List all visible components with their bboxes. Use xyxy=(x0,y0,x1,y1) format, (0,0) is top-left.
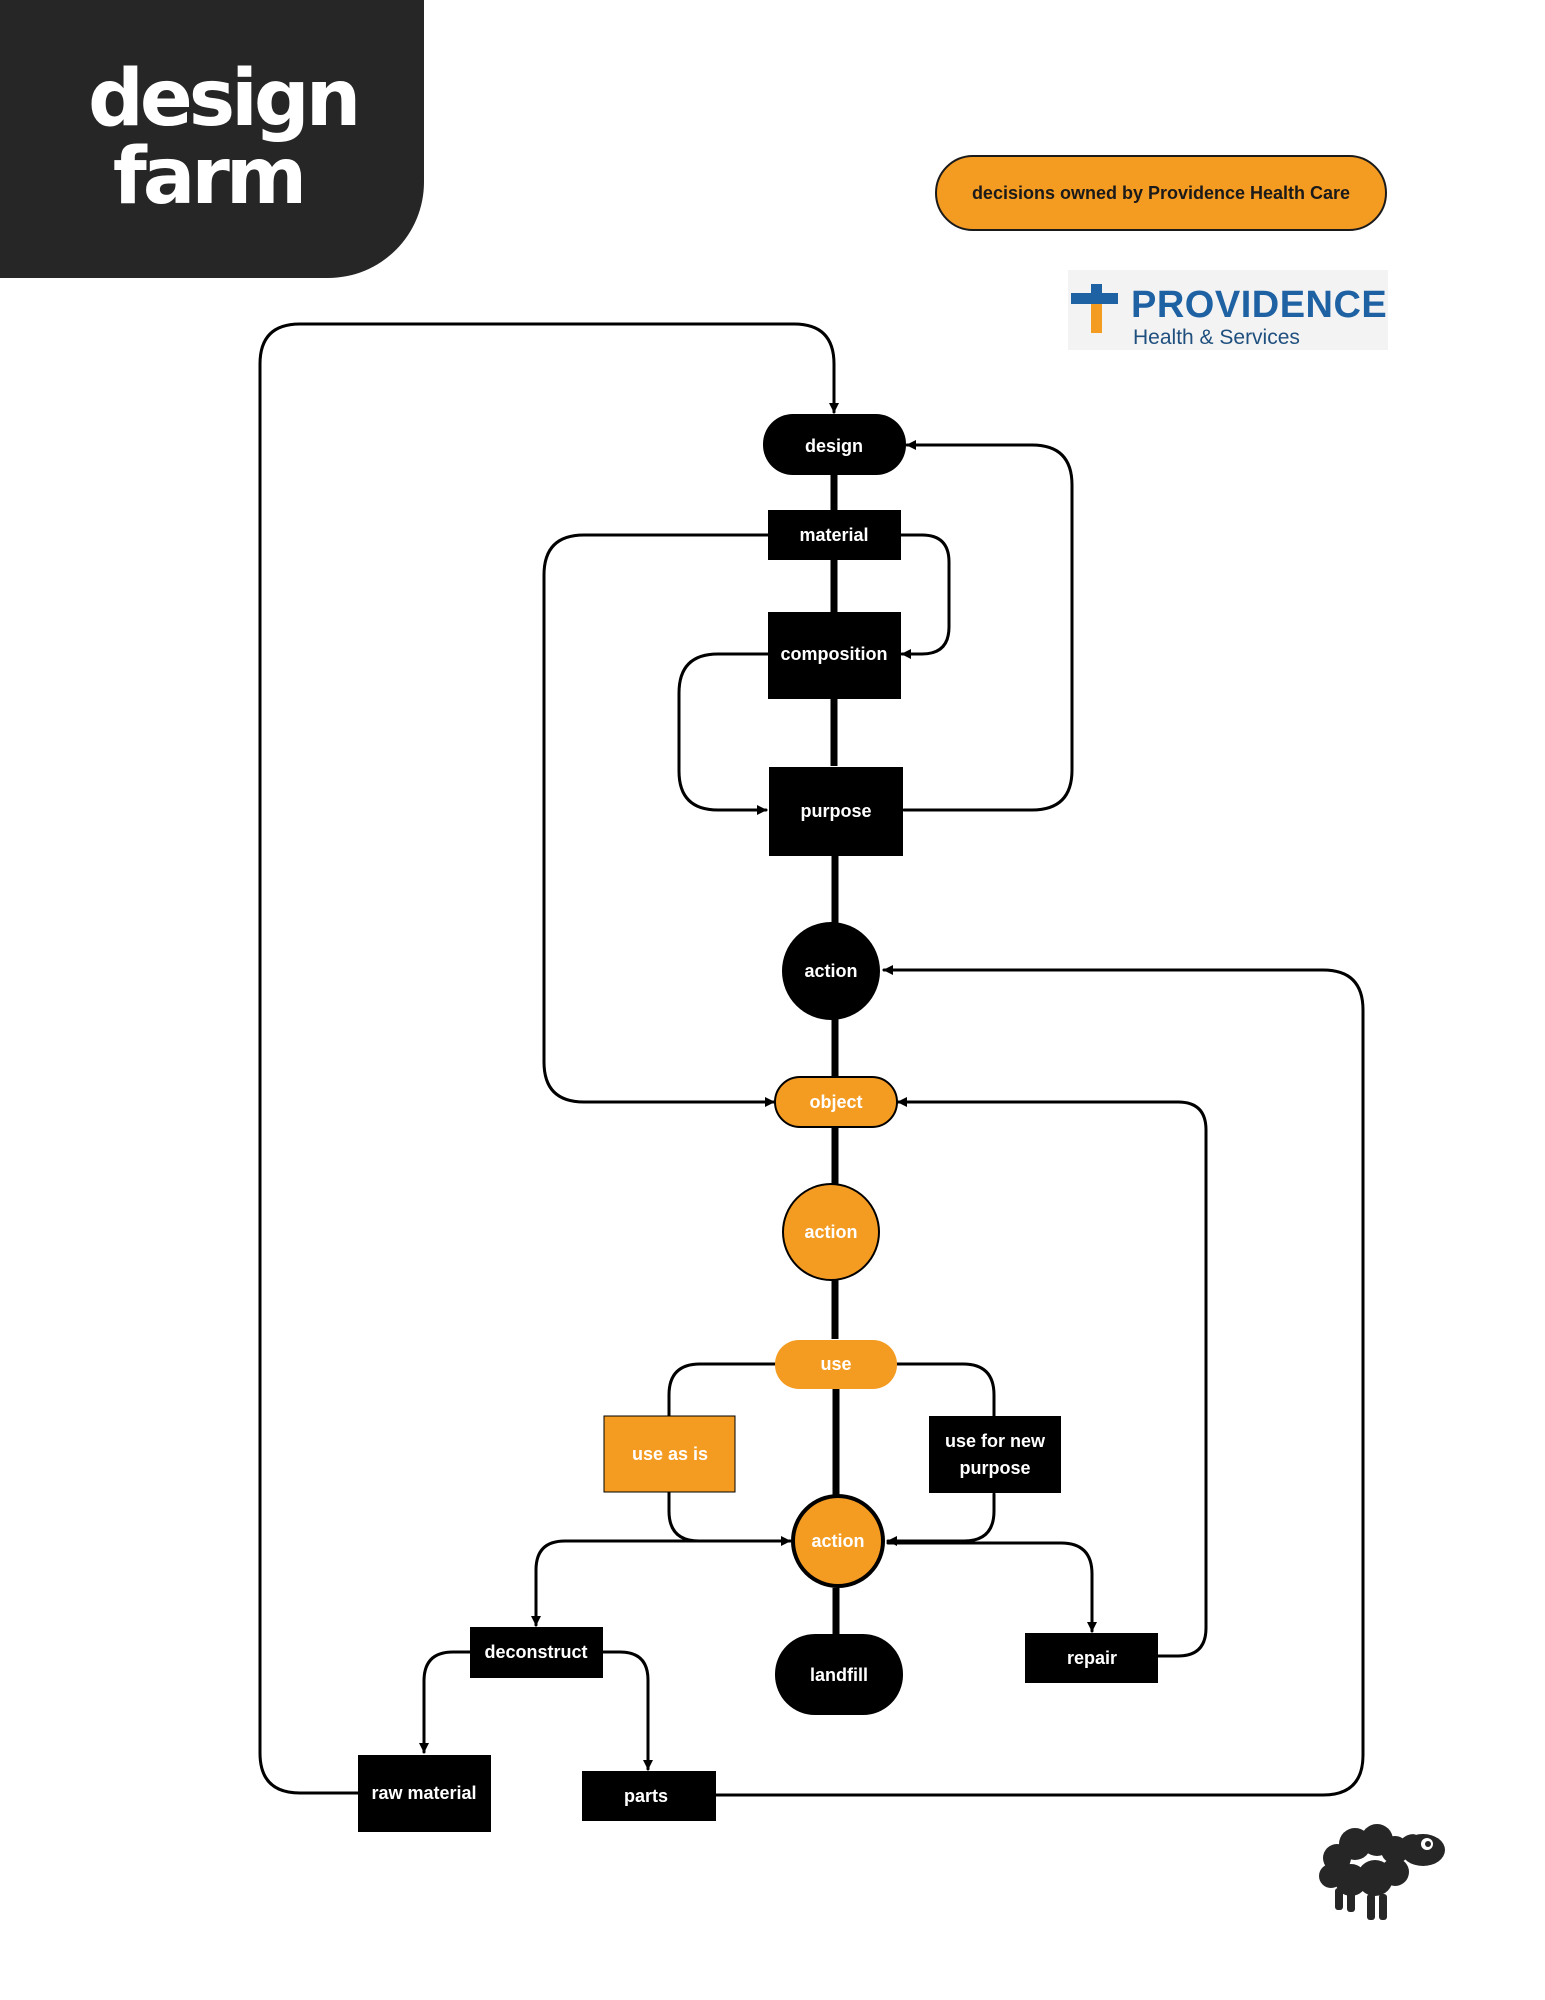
brand-block xyxy=(0,0,424,278)
node-landfill-label: landfill xyxy=(810,1665,868,1685)
spine-connectors xyxy=(830,470,840,1634)
cross-icon xyxy=(1091,284,1102,333)
logo-name: PROVIDENCE xyxy=(1131,284,1388,326)
node-use-for-new-purpose: use for new purpose xyxy=(929,1416,1061,1493)
logo-subtitle: Health & Services xyxy=(1133,326,1300,349)
legend-label: decisions owned by Providence Health Car… xyxy=(971,182,1351,203)
node-composition: composition xyxy=(768,612,901,699)
node-use-new-line-1: use for new xyxy=(945,1431,1046,1451)
node-use: use xyxy=(775,1340,897,1389)
sheep-icon xyxy=(1319,1824,1445,1920)
node-use-as-is-label: use as is xyxy=(632,1444,708,1464)
node-use-as-is: use as is xyxy=(603,1415,736,1493)
node-composition-label: composition xyxy=(781,644,888,664)
node-object-label: object xyxy=(809,1092,862,1112)
node-purpose-label: purpose xyxy=(800,801,871,821)
node-raw-material: raw material xyxy=(358,1755,491,1832)
node-purpose: purpose xyxy=(769,767,903,856)
node-action-2-label: action xyxy=(804,1222,857,1242)
node-deconstruct: deconstruct xyxy=(470,1627,603,1678)
node-repair: repair xyxy=(1025,1633,1158,1683)
brand-line-2: farm xyxy=(112,132,307,222)
node-repair-label: repair xyxy=(1067,1648,1117,1668)
node-parts: parts xyxy=(582,1771,716,1821)
node-deconstruct-label: deconstruct xyxy=(484,1642,587,1662)
node-design-label: design xyxy=(805,436,863,456)
node-use-new-line-2: purpose xyxy=(959,1458,1030,1478)
node-action-3: action xyxy=(791,1494,885,1588)
node-landfill: landfill xyxy=(775,1634,903,1715)
node-action-1: action xyxy=(782,922,880,1020)
node-design: design xyxy=(763,414,906,475)
node-parts-label: parts xyxy=(624,1786,668,1806)
node-object: object xyxy=(774,1076,898,1128)
node-material-label: material xyxy=(799,525,868,545)
brand-logo: design farm xyxy=(88,54,361,222)
legend-pill: decisions owned by Providence Health Car… xyxy=(935,155,1387,231)
cross-icon-top xyxy=(1091,284,1102,304)
node-action-3-label: action xyxy=(811,1531,864,1551)
node-action-1-label: action xyxy=(804,961,857,981)
node-raw-material-label: raw material xyxy=(371,1783,476,1803)
providence-logo: PROVIDENCE Health & Services xyxy=(1068,270,1388,350)
brand-line-1: design xyxy=(88,54,361,144)
flow-arrows xyxy=(258,322,1365,1797)
node-material: material xyxy=(768,510,901,560)
node-action-2: action xyxy=(782,1183,880,1281)
node-use-label: use xyxy=(820,1354,851,1374)
